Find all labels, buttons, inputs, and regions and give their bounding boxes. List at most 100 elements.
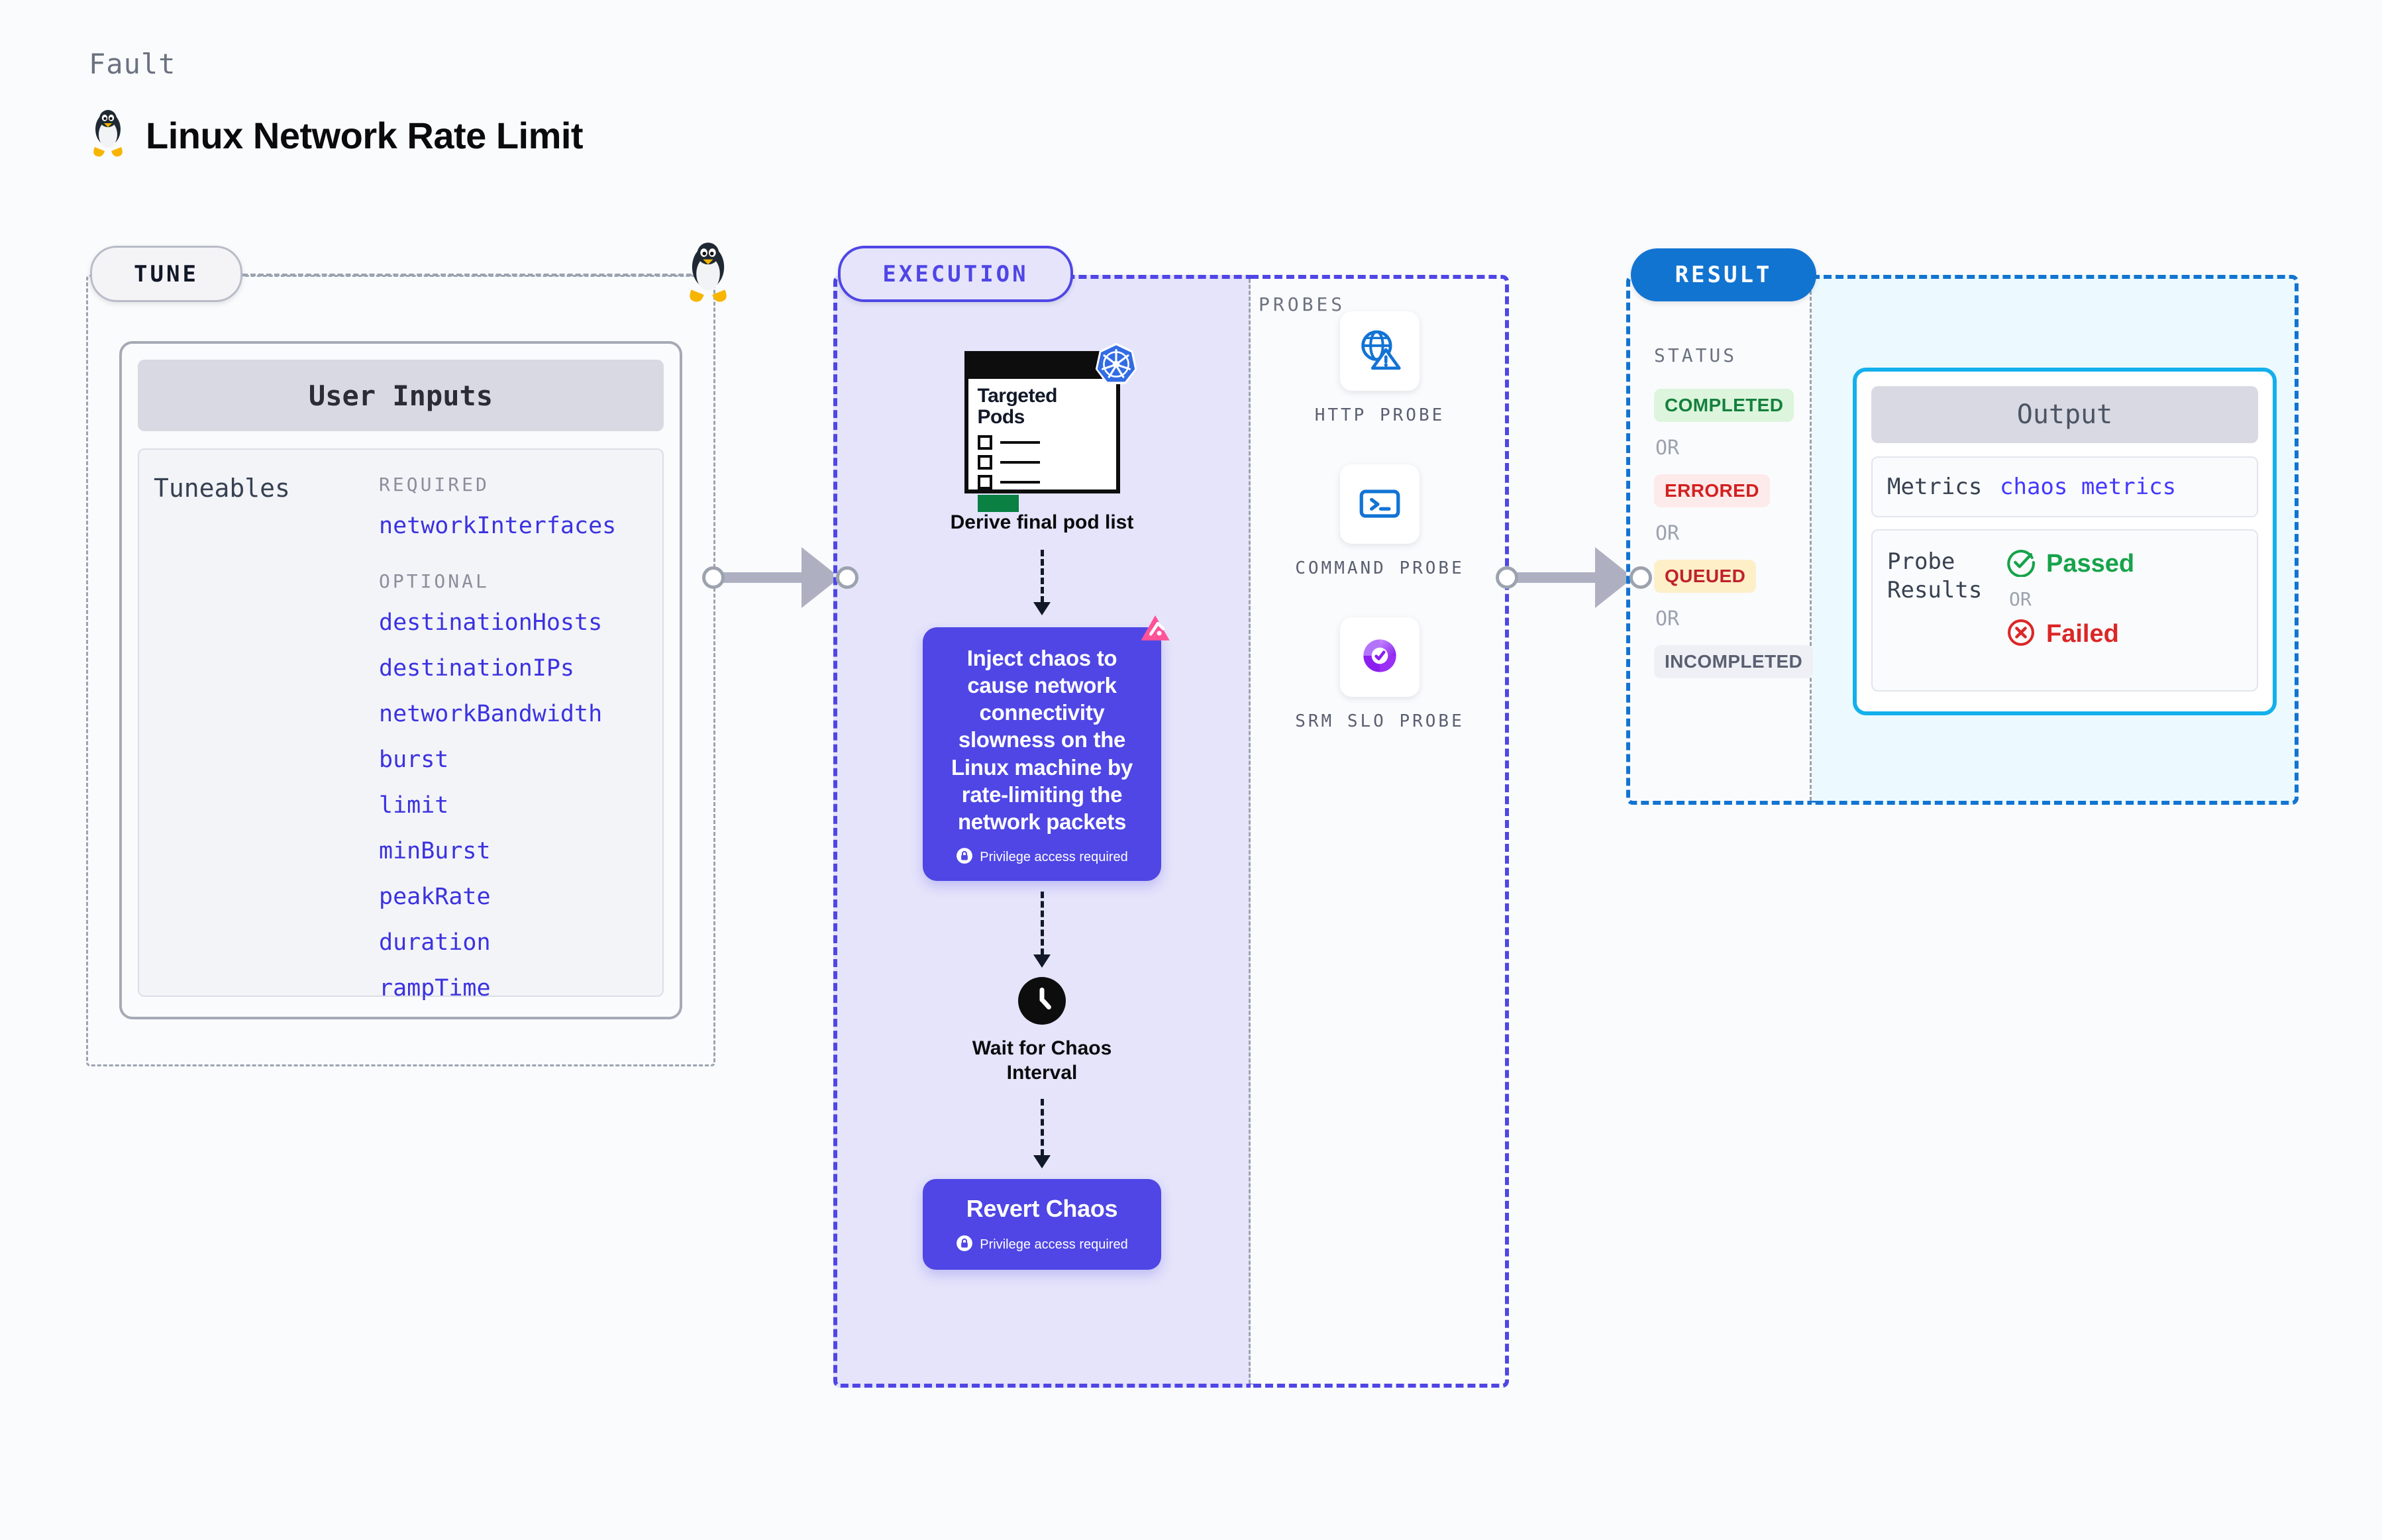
- litmus-chaos-icon: [1137, 613, 1173, 652]
- passed-text: Passed: [2046, 550, 2135, 578]
- terminal-icon: [1355, 478, 1404, 531]
- or-label: OR: [1655, 607, 1680, 631]
- result-status-list: STATUS COMPLETED OR ERRORED OR QUEUED OR…: [1654, 344, 1814, 678]
- privilege-note-row: Privilege access required: [937, 847, 1147, 868]
- tuneable-item[interactable]: duration: [379, 929, 491, 956]
- page-kicker: Fault: [89, 48, 176, 80]
- user-inputs-card: User Inputs Tuneables REQUIRED networkIn…: [119, 341, 682, 1019]
- targeted-pods-card: Targeted Pods: [964, 342, 1137, 512]
- kubernetes-icon: [1092, 340, 1140, 391]
- connector-dot: [702, 566, 725, 589]
- status-badge-queued: QUEUED: [1654, 560, 1757, 593]
- flow-arrow-1: [1033, 549, 1051, 615]
- tuneable-item[interactable]: destinationHosts: [379, 609, 603, 636]
- targeted-pods-title: Targeted Pods: [977, 385, 1058, 429]
- tuneable-item[interactable]: burst: [379, 746, 449, 773]
- linux-penguin-icon: [684, 242, 733, 307]
- tuneable-item[interactable]: networkBandwidth: [379, 701, 603, 727]
- revert-chaos-card[interactable]: Revert Chaos Privilege access required: [923, 1178, 1161, 1270]
- arrow-head-icon: [1033, 601, 1051, 615]
- list-item: [977, 435, 1116, 450]
- lock-icon: [956, 1235, 973, 1255]
- group-label-optional: OPTIONAL: [379, 570, 490, 592]
- arrow-head-icon: [1033, 1155, 1051, 1168]
- status-badge-completed: COMPLETED: [1654, 389, 1794, 422]
- execution-flow: Targeted Pods: [833, 275, 1251, 1388]
- tuneable-item[interactable]: networkInterfaces: [379, 513, 617, 539]
- revert-chaos-title: Revert Chaos: [966, 1194, 1118, 1222]
- privilege-note: Privilege access required: [980, 850, 1128, 865]
- checkbox-icon: [977, 435, 992, 450]
- tune-pill[interactable]: TUNE: [90, 246, 242, 302]
- tune-dashed-connector: [242, 274, 699, 276]
- connector-bar: [1516, 572, 1600, 583]
- user-inputs-header: User Inputs: [138, 360, 664, 431]
- probe-srm-slo[interactable]: SRM SLO PROBE: [1295, 617, 1465, 733]
- group-label-required: REQUIRED: [379, 474, 490, 495]
- user-inputs-body: Tuneables REQUIRED networkInterfaces OPT…: [138, 448, 664, 1001]
- probe-results-row: Probe Results Passed OR: [1871, 529, 2258, 692]
- probe-label: COMMAND PROBE: [1295, 558, 1465, 579]
- placeholder-line: [1000, 480, 1040, 484]
- execution-pill[interactable]: EXECUTION: [838, 246, 1073, 302]
- page-title-row: Linux Network Rate Limit: [89, 109, 584, 162]
- metrics-row: Metrics chaos metrics: [1871, 456, 2258, 517]
- or-label: OR: [1655, 436, 1680, 460]
- linux-penguin-icon: [89, 109, 127, 162]
- metrics-label: Metrics: [1887, 473, 1983, 500]
- output-header: Output: [1871, 386, 2258, 443]
- status-label: STATUS: [1654, 344, 1737, 366]
- probe-label: HTTP PROBE: [1314, 405, 1445, 425]
- selected-indicator: [977, 494, 1019, 512]
- probe-tile: [1340, 617, 1420, 697]
- derive-pod-list-caption: Derive final pod list: [950, 511, 1134, 533]
- checkbox-icon: [977, 454, 992, 470]
- placeholder-line: [1000, 460, 1040, 464]
- clock-icon: [1018, 977, 1066, 1025]
- tuneable-item[interactable]: limit: [379, 792, 449, 819]
- probe-command[interactable]: COMMAND PROBE: [1295, 464, 1465, 580]
- connector-dot: [1630, 566, 1652, 589]
- inject-chaos-text: Inject chaos to cause network connectivi…: [951, 645, 1133, 835]
- tuneable-item[interactable]: rampTime: [379, 975, 491, 1001]
- probe-tile: [1339, 311, 1420, 391]
- arrow-line: [1040, 549, 1044, 603]
- arrow-line: [1040, 1098, 1044, 1156]
- or-label: OR: [1655, 522, 1680, 545]
- tuneable-item[interactable]: destinationIPs: [379, 655, 575, 682]
- probe-result-failed: Failed: [2006, 618, 2134, 650]
- inject-chaos-card[interactable]: Inject chaos to cause network connectivi…: [923, 615, 1170, 882]
- result-pill[interactable]: RESULT: [1631, 248, 1816, 301]
- probe-result-passed: Passed: [2006, 548, 2134, 580]
- failed-text: Failed: [2046, 620, 2119, 648]
- globe-warning-icon: [1355, 325, 1404, 378]
- list-item: [977, 474, 1116, 489]
- flow-arrow-3: [1033, 1098, 1051, 1168]
- card-topbar: [968, 355, 1116, 379]
- result-panel: [1626, 275, 1812, 805]
- pod-checklist: [977, 435, 1116, 489]
- tuneable-item[interactable]: minBurst: [379, 838, 491, 864]
- arrow-line: [1040, 892, 1044, 956]
- tuneables-list: REQUIRED networkInterfaces OPTIONAL dest…: [379, 474, 617, 1001]
- lock-icon: [956, 847, 973, 868]
- connector-dot: [1496, 566, 1518, 589]
- status-badge-errored: ERRORED: [1654, 474, 1770, 507]
- metrics-value[interactable]: chaos metrics: [2000, 474, 2177, 500]
- probe-http[interactable]: HTTP PROBE: [1315, 311, 1445, 427]
- placeholder-line: [1000, 440, 1040, 444]
- flow-arrow-2: [1033, 892, 1051, 968]
- privilege-note: Privilege access required: [980, 1237, 1128, 1252]
- status-badge-incompleted: INCOMPLETED: [1654, 645, 1814, 678]
- probe-tile: [1340, 464, 1420, 544]
- slo-donut-check-icon: [1355, 631, 1404, 684]
- probes-list: HTTP PROBE COMMAND PROBE: [1251, 311, 1509, 733]
- list-item: [977, 454, 1116, 470]
- x-circle-icon: [2006, 618, 2036, 650]
- probes-label: PROBES: [1259, 293, 1346, 315]
- connector-bar: [722, 572, 807, 583]
- probes-panel: [1249, 275, 1509, 1388]
- probe-results-values: Passed OR Failed: [2000, 548, 2134, 690]
- tuneable-item[interactable]: peakRate: [379, 884, 491, 910]
